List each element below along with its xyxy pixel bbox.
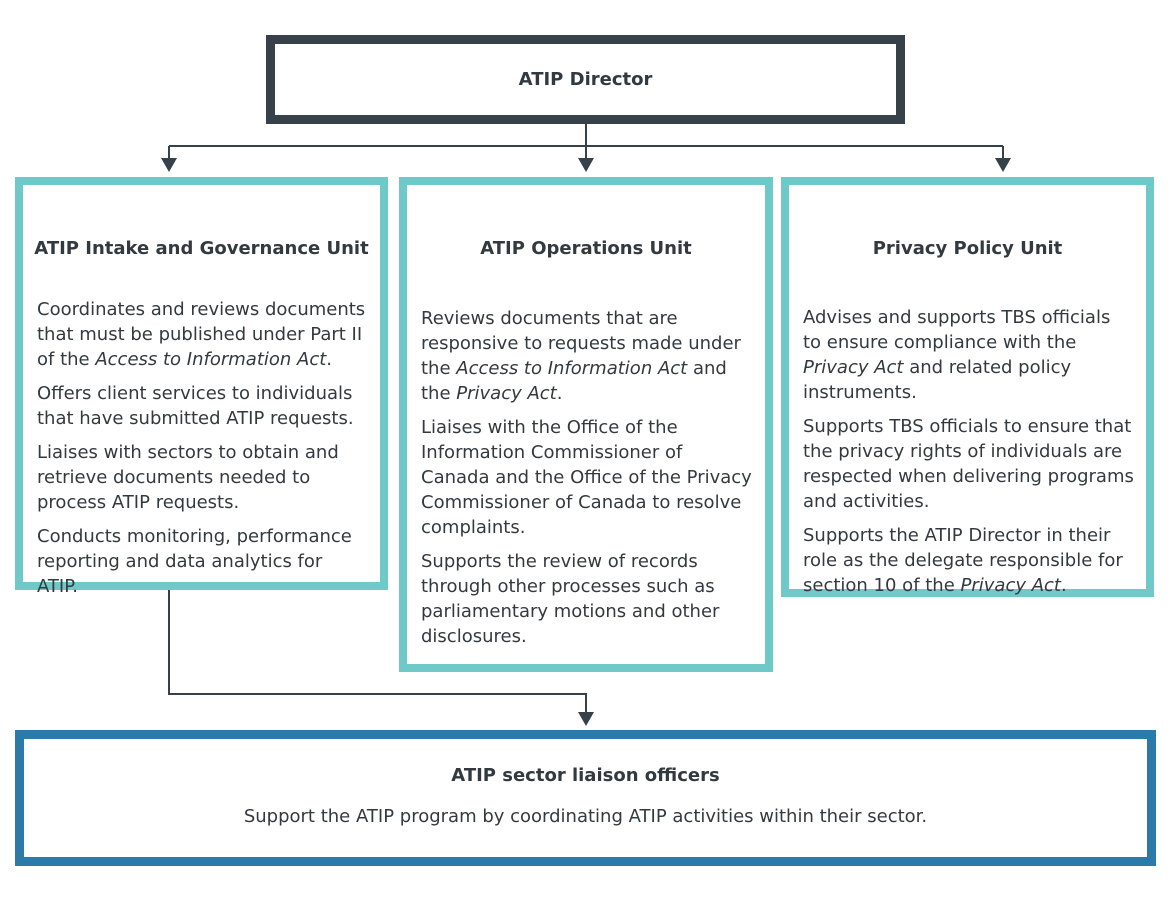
arrow-to-privacy-unit: [995, 158, 1011, 172]
responsibility-paragraph: Supports the ATIP Director in their role…: [803, 525, 1123, 596]
unit-responsibilities: Advises and supports TBS officials to en…: [803, 305, 1134, 607]
liaison-description: Support the ATIP program by coordinating…: [243, 806, 928, 827]
arrow-to-operations-unit: [578, 158, 594, 172]
liaison-title: ATIP sector liaison officers: [451, 765, 720, 786]
unit-responsibilities: Reviews documents that are responsive to…: [421, 306, 753, 658]
responsibility-paragraph: Reviews documents that are responsive to…: [421, 308, 741, 404]
sector-liaison-officers-box: ATIP sector liaison officers Support the…: [15, 730, 1156, 866]
operations-unit-box: ATIP Operations Unit Reviews documents t…: [399, 177, 773, 672]
responsibility-paragraph: Supports the review of records through o…: [421, 551, 720, 647]
responsibility-paragraph: Advises and supports TBS officials to en…: [803, 307, 1111, 403]
act-name: Privacy Act: [960, 575, 1061, 596]
unit-title: ATIP Intake and Governance Unit: [34, 238, 369, 259]
act-name: Privacy Act: [456, 383, 557, 404]
act-name: Access to Information Act: [95, 349, 327, 370]
atip-director-box: ATIP Director: [266, 35, 905, 124]
act-name: Access to Information Act: [456, 358, 688, 379]
arrow-to-liaison-officers: [578, 712, 594, 726]
atip-director-title: ATIP Director: [518, 69, 653, 90]
responsibility-paragraph: Liaises with the Office of the Informati…: [421, 417, 752, 538]
responsibility-paragraph: Coordinates and reviews documents that m…: [37, 299, 366, 370]
intake-governance-unit-box: ATIP Intake and Governance Unit Coordina…: [15, 177, 388, 597]
unit-title: Privacy Policy Unit: [872, 238, 1063, 259]
responsibility-paragraph: Conducts monitoring, performance reporti…: [37, 526, 352, 597]
arrow-to-intake-unit: [161, 158, 177, 172]
responsibility-paragraph: Offers client services to individuals th…: [37, 383, 354, 429]
privacy-policy-unit-box: Privacy Policy Unit Advises and supports…: [781, 177, 1154, 597]
unit-responsibilities: Coordinates and reviews documents that m…: [37, 297, 368, 608]
unit-title: ATIP Operations Unit: [480, 238, 692, 259]
responsibility-paragraph: Liaises with sectors to obtain and retri…: [37, 442, 339, 513]
responsibility-paragraph: Supports TBS officials to ensure that th…: [803, 416, 1134, 512]
act-name: Privacy Act: [803, 357, 904, 378]
